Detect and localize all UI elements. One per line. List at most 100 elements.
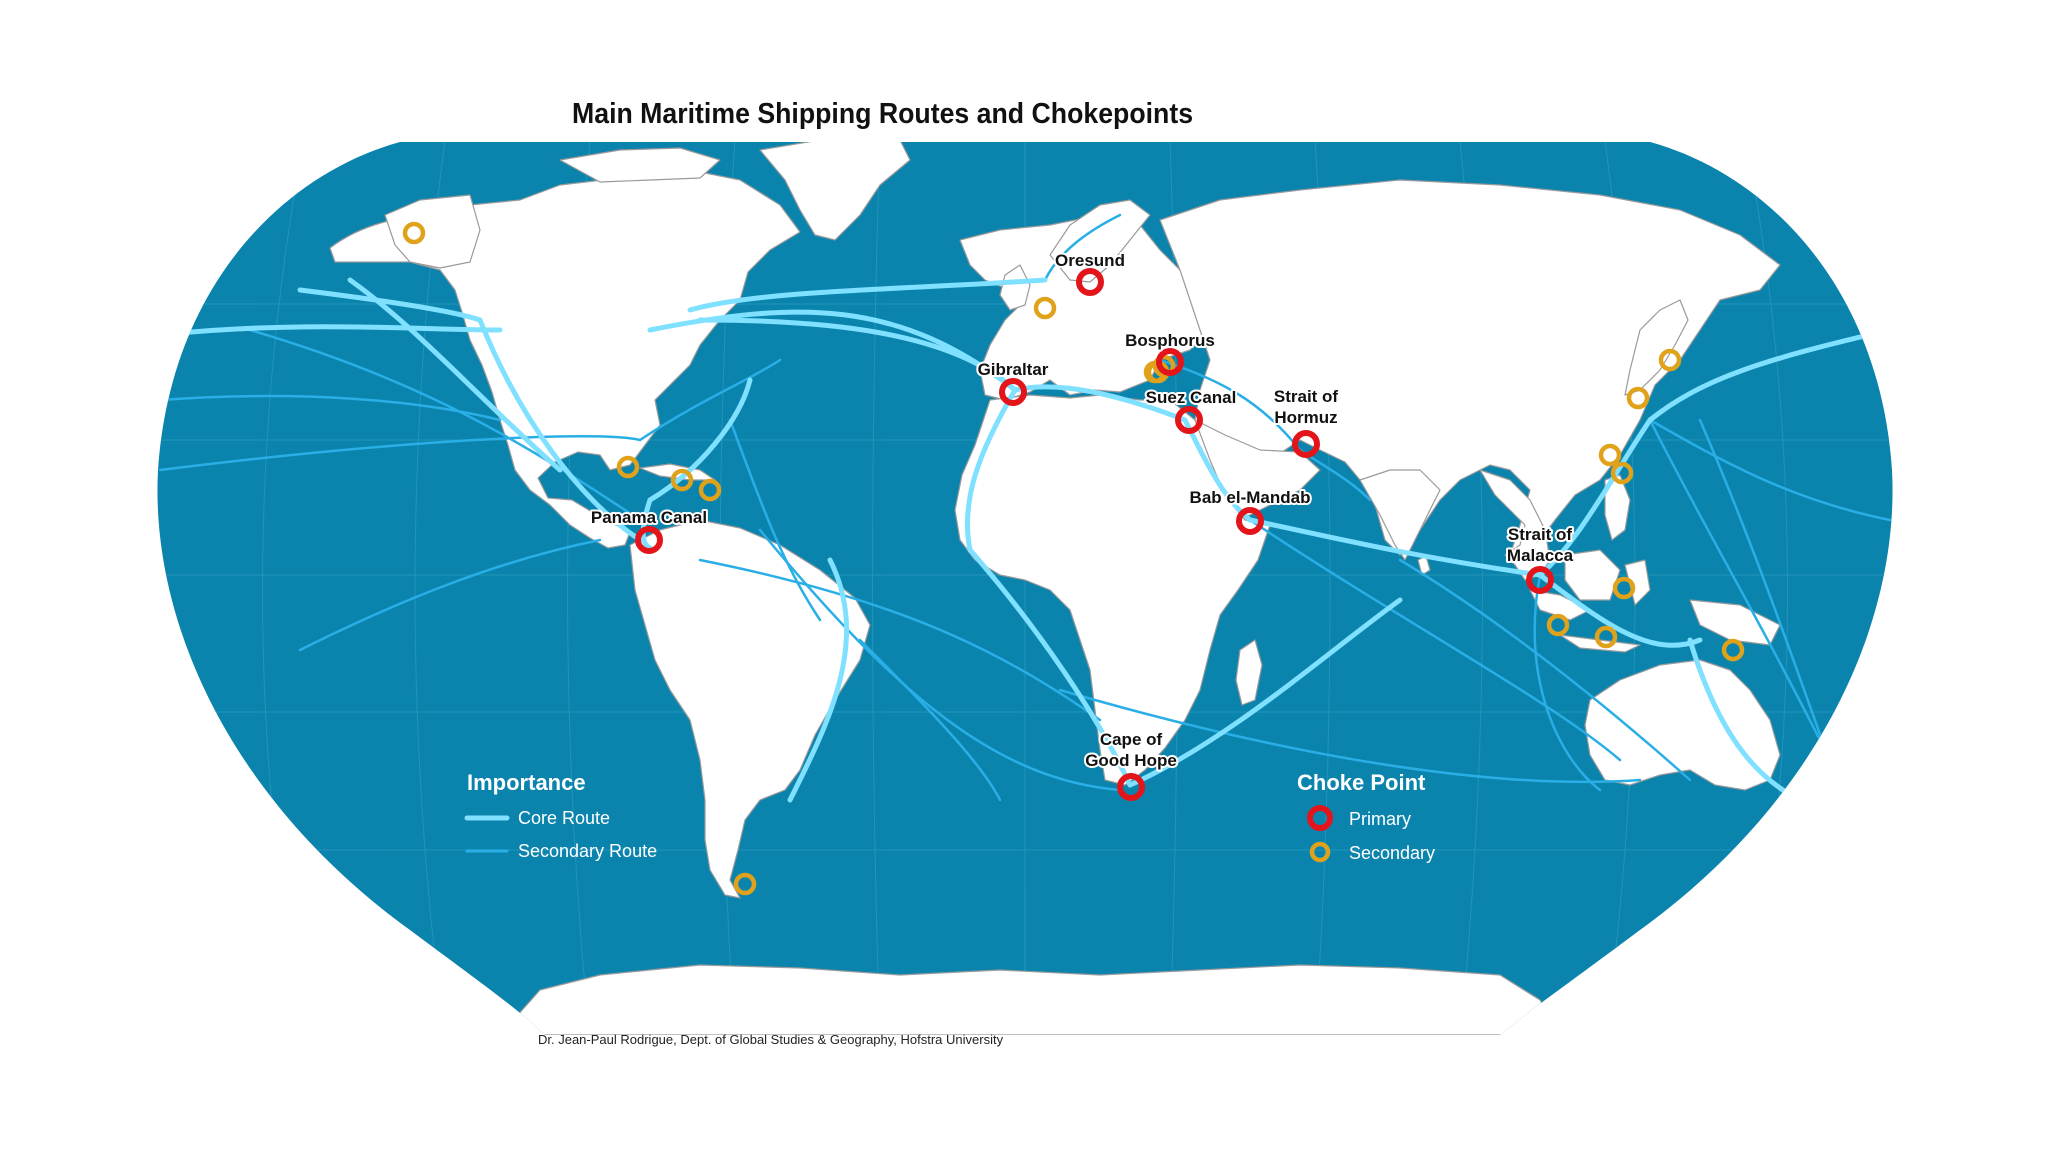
core-route xyxy=(647,377,753,503)
secondary-chokepoint-marker xyxy=(1721,638,1745,662)
new-zealand-south xyxy=(1784,814,1816,846)
indonesia xyxy=(1529,589,1591,621)
secondary-chokepoint-marker xyxy=(1033,296,1057,320)
secondary-route xyxy=(1648,418,1832,762)
borneo xyxy=(1564,549,1621,601)
core-route xyxy=(477,317,643,543)
africa xyxy=(954,394,1271,786)
secondary-chokepoint-marker xyxy=(616,455,640,479)
secondary-route xyxy=(1648,418,1892,522)
core-route xyxy=(1247,517,1543,578)
secondary-route xyxy=(698,558,1102,722)
core-route xyxy=(1537,417,1653,578)
primary-chokepoint-panama xyxy=(635,526,663,554)
secondary-route xyxy=(1058,688,1642,784)
secondary-swatch xyxy=(1309,841,1331,863)
chokepoint-label-malacca: Malacca xyxy=(1507,546,1574,565)
secondary-route xyxy=(858,638,1002,802)
philippines xyxy=(1604,474,1631,541)
japan xyxy=(1624,299,1689,396)
primary-chokepoint-goodhope xyxy=(1117,773,1145,801)
india xyxy=(1359,469,1441,561)
chokepoint-label-oresund: Oresund xyxy=(1055,251,1125,270)
secondary-chokepoint-marker xyxy=(1546,613,1570,637)
chokepoint-legend: Choke Point Primary Secondary xyxy=(1297,770,1435,863)
arctic-islands xyxy=(559,147,721,183)
core-route xyxy=(965,387,1018,553)
primary-chokepoint-suez xyxy=(1175,406,1203,434)
secondary-route xyxy=(638,358,782,442)
secondary-chokepoint-marker xyxy=(1612,576,1636,600)
chokepoint-label-goodhope: Cape of xyxy=(1100,730,1163,749)
core-route xyxy=(347,277,563,473)
chokepoint-label-malacca: Strait of xyxy=(1508,525,1573,544)
core-route xyxy=(967,547,1133,788)
core-route xyxy=(1012,384,1188,423)
australia xyxy=(1584,659,1781,791)
secondary-chokepoint-marker xyxy=(1152,354,1176,378)
secondary-chokepoint-marker xyxy=(1610,461,1634,485)
chokepoint-label-goodhope: Good Hope xyxy=(1085,751,1177,770)
map-credit: Dr. Jean-Paul Rodrigue, Dept. of Global … xyxy=(538,1032,1004,1047)
primary-chokepoint-mandab xyxy=(1236,507,1264,535)
primary-chokepoint-hormuz xyxy=(1292,430,1320,458)
chokepoint-label-hormuz: Strait of xyxy=(1274,387,1339,406)
core-route xyxy=(787,557,850,803)
primary-chokepoint-oresund xyxy=(1076,268,1104,296)
south-america xyxy=(629,519,871,899)
secondary-label: Secondary xyxy=(1349,843,1435,863)
core-route xyxy=(687,277,1048,313)
secondary-chokepoint-marker xyxy=(733,872,757,896)
core-routes xyxy=(157,277,1893,803)
core-route xyxy=(1127,597,1403,788)
secondary-chokepoints xyxy=(402,221,1745,896)
secondary-chokepoint-marker xyxy=(670,468,694,492)
core-route xyxy=(297,287,483,323)
chokepoint-label-gibraltar: Gibraltar xyxy=(978,360,1049,379)
secondary-route xyxy=(1533,573,1602,792)
secondary-route xyxy=(298,538,602,652)
british-isles xyxy=(999,264,1031,311)
antarctica xyxy=(499,964,1561,1035)
core-route xyxy=(1647,327,1893,423)
new-zealand xyxy=(1809,779,1831,811)
primary-swatch xyxy=(1307,805,1333,831)
core-route xyxy=(697,317,1018,393)
core-route-label: Core Route xyxy=(518,808,610,828)
primary-chokepoints xyxy=(635,268,1554,801)
secondary-route-label: Secondary Route xyxy=(518,841,657,861)
secondary-route xyxy=(158,394,502,422)
secondary-route xyxy=(758,528,1122,792)
alaska xyxy=(384,194,481,269)
chokepoint-legend-title: Choke Point xyxy=(1297,770,1426,795)
madagascar xyxy=(1235,639,1263,706)
chokepoint-label-hormuz: Hormuz xyxy=(1274,408,1337,427)
secondary-chokepoint-marker xyxy=(1594,625,1618,649)
secondary-routes xyxy=(158,213,1892,802)
secondary-chokepoint-marker xyxy=(1598,443,1622,467)
secondary-route xyxy=(1248,518,1622,762)
secondary-route xyxy=(158,435,642,472)
secondary-chokepoint-marker xyxy=(402,221,426,245)
importance-legend: Importance Core Route Secondary Route xyxy=(464,770,657,861)
secondary-route xyxy=(1398,558,1692,782)
map-title: Main Maritime Shipping Routes and Chokep… xyxy=(572,98,1194,130)
chokepoint-label-suez: Suez Canal xyxy=(1146,388,1237,407)
secondary-chokepoint-marker xyxy=(1626,386,1650,410)
chokepoint-label-mandab: Bab el-Mandab xyxy=(1190,488,1311,507)
primary-chokepoint-malacca xyxy=(1526,566,1554,594)
core-route xyxy=(157,324,503,338)
greenland xyxy=(759,142,911,241)
secondary-route xyxy=(728,418,822,622)
landmasses xyxy=(329,142,1831,1035)
primary-chokepoint-bosphorus xyxy=(1156,348,1184,376)
core-route xyxy=(1537,572,1703,648)
secondary-chokepoint-marker xyxy=(698,478,722,502)
importance-legend-title: Importance xyxy=(467,770,586,795)
chokepoint-label-panama: Panama Canal xyxy=(591,508,707,527)
secondary-route xyxy=(248,328,642,522)
secondary-route xyxy=(1043,213,1122,282)
